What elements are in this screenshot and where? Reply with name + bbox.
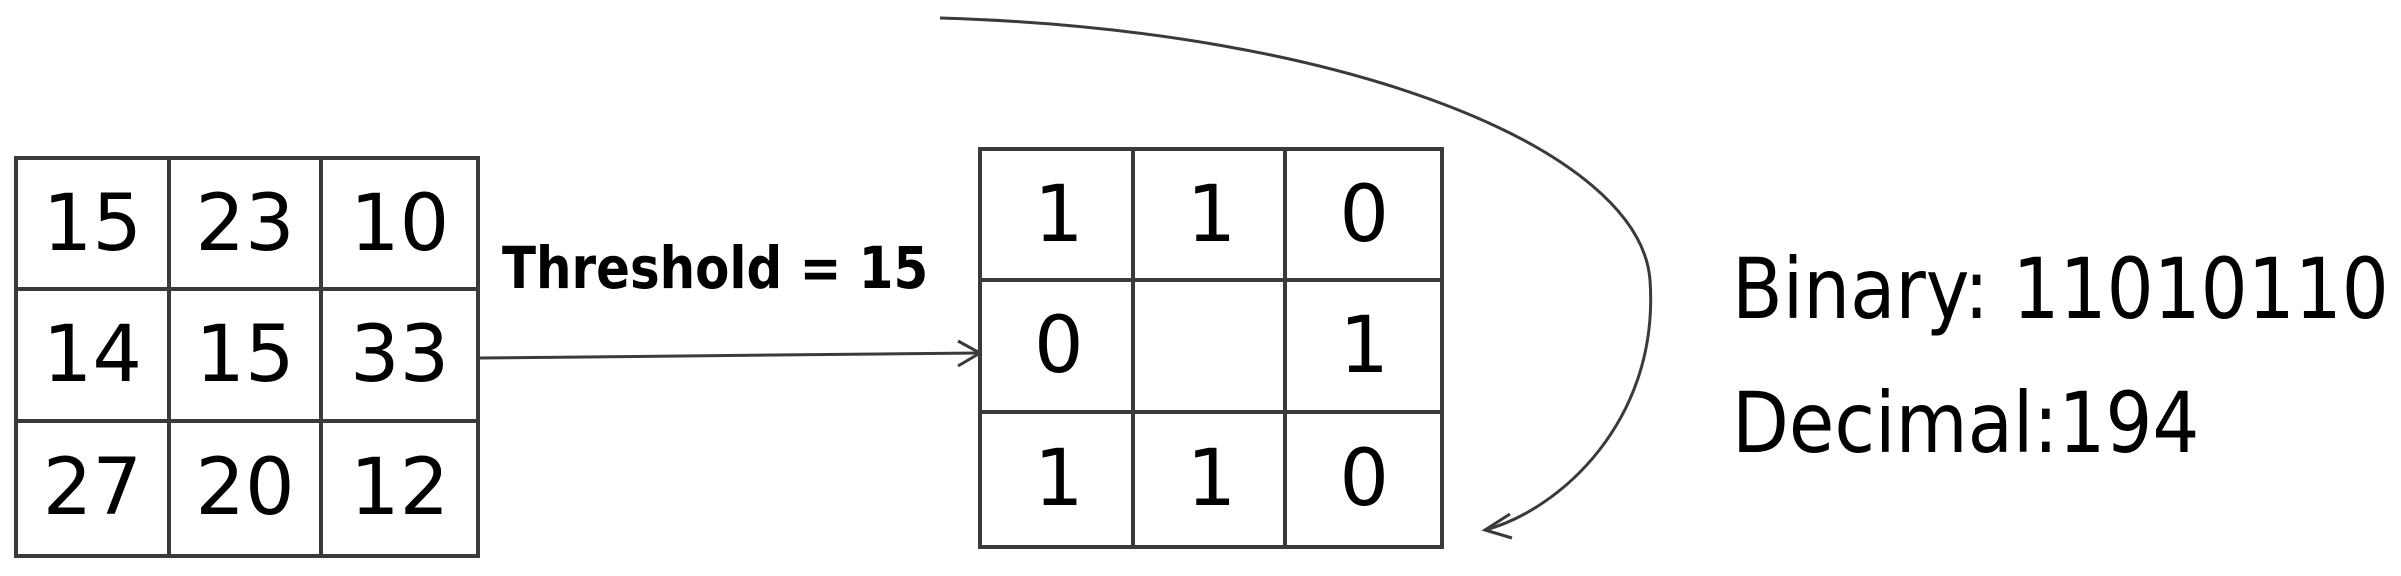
output-cell-center (1134, 282, 1288, 414)
input-grid: 15 23 10 14 15 33 27 20 12 (14, 156, 480, 558)
input-cell: 27 (18, 422, 171, 554)
binary-result: Binary: 11010110 (1732, 240, 2389, 338)
output-cell: 1 (1134, 151, 1288, 283)
input-cell: 20 (171, 422, 324, 554)
input-cell: 15 (170, 291, 324, 423)
output-cell: 1 (1287, 282, 1440, 414)
decimal-result: Decimal:194 (1732, 374, 2200, 472)
output-cell: 0 (1339, 434, 1389, 525)
curved-arrow (939, 16, 1653, 540)
input-cell: 12 (350, 443, 450, 534)
output-cell: 1 (982, 413, 1135, 545)
threshold-arrow (479, 339, 984, 368)
threshold-label: Threshold = 15 (502, 234, 929, 302)
output-cell: 0 (1287, 151, 1440, 283)
input-cell: 10 (323, 160, 476, 292)
output-cell: 1 (982, 151, 1135, 283)
input-cell: 14 (18, 291, 171, 423)
output-grid: 1 1 0 0 1 1 1 0 (978, 147, 1444, 549)
output-cell: 1 (1135, 413, 1288, 545)
input-cell: 33 (323, 291, 476, 423)
output-cell: 0 (982, 282, 1135, 414)
input-cell: 23 (170, 160, 324, 292)
input-cell: 15 (18, 160, 171, 292)
